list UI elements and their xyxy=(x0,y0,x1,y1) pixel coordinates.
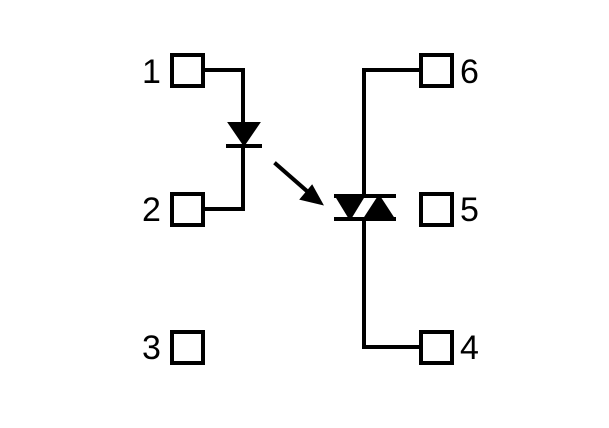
pin-5-label: 5 xyxy=(460,191,479,229)
pin-2-pad xyxy=(170,192,205,227)
pin-4-pad xyxy=(419,330,454,365)
led-diode-symbol xyxy=(227,122,261,147)
pin-3-pad xyxy=(170,330,205,365)
led-anode-wire xyxy=(201,68,245,126)
light-arrow-head xyxy=(299,184,324,206)
pin-1-label: 1 xyxy=(142,53,161,91)
pin-1-pad xyxy=(170,53,205,88)
pin-6-label: 6 xyxy=(460,53,479,91)
triac-symbol-right xyxy=(362,194,396,220)
pin-2-label: 2 xyxy=(142,191,161,229)
triac-bottom-wire xyxy=(362,217,423,349)
pin-3-label: 3 xyxy=(142,329,161,367)
pin-4-label: 4 xyxy=(460,329,479,367)
triac-symbol-left xyxy=(334,195,366,221)
led-cathode-wire xyxy=(201,144,245,211)
pin-6-pad xyxy=(419,53,454,88)
pin-5-pad xyxy=(419,192,454,227)
light-arrow-line xyxy=(273,161,311,195)
triac-top-wire xyxy=(362,68,423,198)
